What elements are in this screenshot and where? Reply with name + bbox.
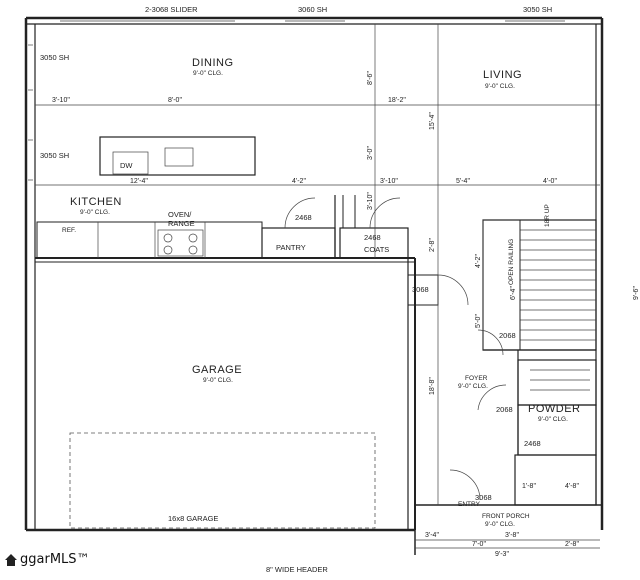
window-label-dining-upper: 3050 SH	[40, 53, 69, 62]
door-swings	[284, 197, 507, 501]
dim-3-10-top: 3'-10"	[52, 97, 70, 104]
powder-clg-label: 9'-0" CLG.	[538, 416, 568, 423]
pantry-label: PANTRY	[276, 243, 306, 252]
garage-door-label: 16x8 GARAGE	[168, 514, 218, 523]
oven-label: OVEN/	[168, 210, 192, 219]
garage-label: GARAGE	[192, 364, 242, 376]
top-openings	[28, 20, 565, 181]
house-icon	[5, 553, 17, 566]
dim-6-4: 6'-4"	[510, 286, 517, 300]
living-room-label: LIVING	[483, 69, 522, 81]
dim-3-10-mid: 3'-10"	[380, 178, 398, 185]
stair-treads	[519, 220, 596, 391]
dim-4-2-vert: 4'-2"	[475, 254, 482, 268]
door-2068-upper: 2068	[499, 331, 516, 340]
dining-clg-label: 9'-0" CLG.	[193, 70, 223, 77]
dim-5-0: 5'-0"	[475, 314, 482, 328]
dim-9-6: 9'-6"	[633, 286, 640, 300]
dim-8-0: 8'-0"	[168, 97, 182, 104]
dim-4-2: 4'-2"	[292, 178, 306, 185]
dim-1-8: 1'-8"	[522, 483, 536, 490]
door-2468-pantry: 2468	[295, 213, 312, 222]
door-3068-entry: 3068	[475, 493, 492, 502]
dim-2-8: 2'-8"	[429, 238, 436, 252]
front-porch-label: FRONT PORCH	[482, 513, 530, 520]
dim-4-0: 4'-0"	[543, 178, 557, 185]
window-label-right: 3050 SH	[523, 5, 552, 14]
ref-label: REF.	[62, 227, 76, 234]
dim-3-10-vert: 3'-10"	[367, 192, 374, 210]
kitchen-label: KITCHEN	[70, 196, 122, 208]
watermark-text: ggarMLS™	[20, 552, 90, 567]
dw-label: DW	[120, 161, 133, 170]
dim-18-2: 18'-2"	[388, 97, 406, 104]
kitchen-clg-label: 9'-0" CLG.	[80, 209, 110, 216]
stair-up-label: 18R UP	[544, 204, 551, 227]
dim-3-4: 3'-4"	[425, 532, 439, 539]
window-label-dining-lower: 3050 SH	[40, 151, 69, 160]
dim-5-4: 5'-4"	[456, 178, 470, 185]
dim-4-8: 4'-8"	[565, 483, 579, 490]
door-2468-coats: 2468	[364, 233, 381, 242]
dining-room-label: DINING	[192, 57, 234, 69]
header-label: 8" WIDE HEADER	[266, 565, 328, 574]
dim-15-4: 15'-4"	[429, 112, 436, 130]
range-label: RANGE	[168, 219, 195, 228]
door-2068-powder: 2068	[496, 405, 513, 414]
dim-18-8: 18'-8"	[429, 377, 436, 395]
dim-2-8-bottom: 2'-8"	[565, 541, 579, 548]
powder-label: POWDER	[528, 403, 581, 415]
entry-label: ENTRY	[458, 501, 481, 508]
front-porch-clg-label: 9'-0" CLG.	[485, 521, 515, 528]
window-label-mid: 3060 SH	[298, 5, 327, 14]
dim-12-4: 12'-4"	[130, 178, 148, 185]
garage-clg-label: 9'-0" CLG.	[203, 377, 233, 384]
door-2468-entry: 2468	[524, 439, 541, 448]
kitchen-island	[99, 136, 256, 176]
dim-3-0: 3'-0"	[367, 146, 374, 160]
dim-3-8: 3'-8"	[505, 532, 519, 539]
open-railing-label: OPEN RAILING	[508, 239, 515, 285]
slider-label: 2-3068 SLIDER	[145, 5, 198, 14]
coats-label: COATS	[364, 245, 389, 254]
kitchen-cabinets	[36, 221, 263, 259]
dim-7-0: 7'-0"	[472, 541, 486, 548]
living-clg-label: 9'-0" CLG.	[485, 83, 515, 90]
garage-door-outline	[69, 432, 376, 529]
labels: 2-3068 SLIDER 3060 SH 3050 SH 3050 SH 30…	[40, 5, 640, 574]
dimension-lines	[35, 24, 600, 549]
watermark: ggarMLS™	[4, 552, 90, 567]
dim-9-3: 9'-3"	[495, 551, 509, 558]
door-3068: 3068	[412, 285, 429, 294]
foyer-label: FOYER	[465, 375, 488, 382]
dim-8-6: 8'-6"	[367, 71, 374, 85]
foyer-clg-label: 9'-0" CLG.	[458, 383, 488, 390]
